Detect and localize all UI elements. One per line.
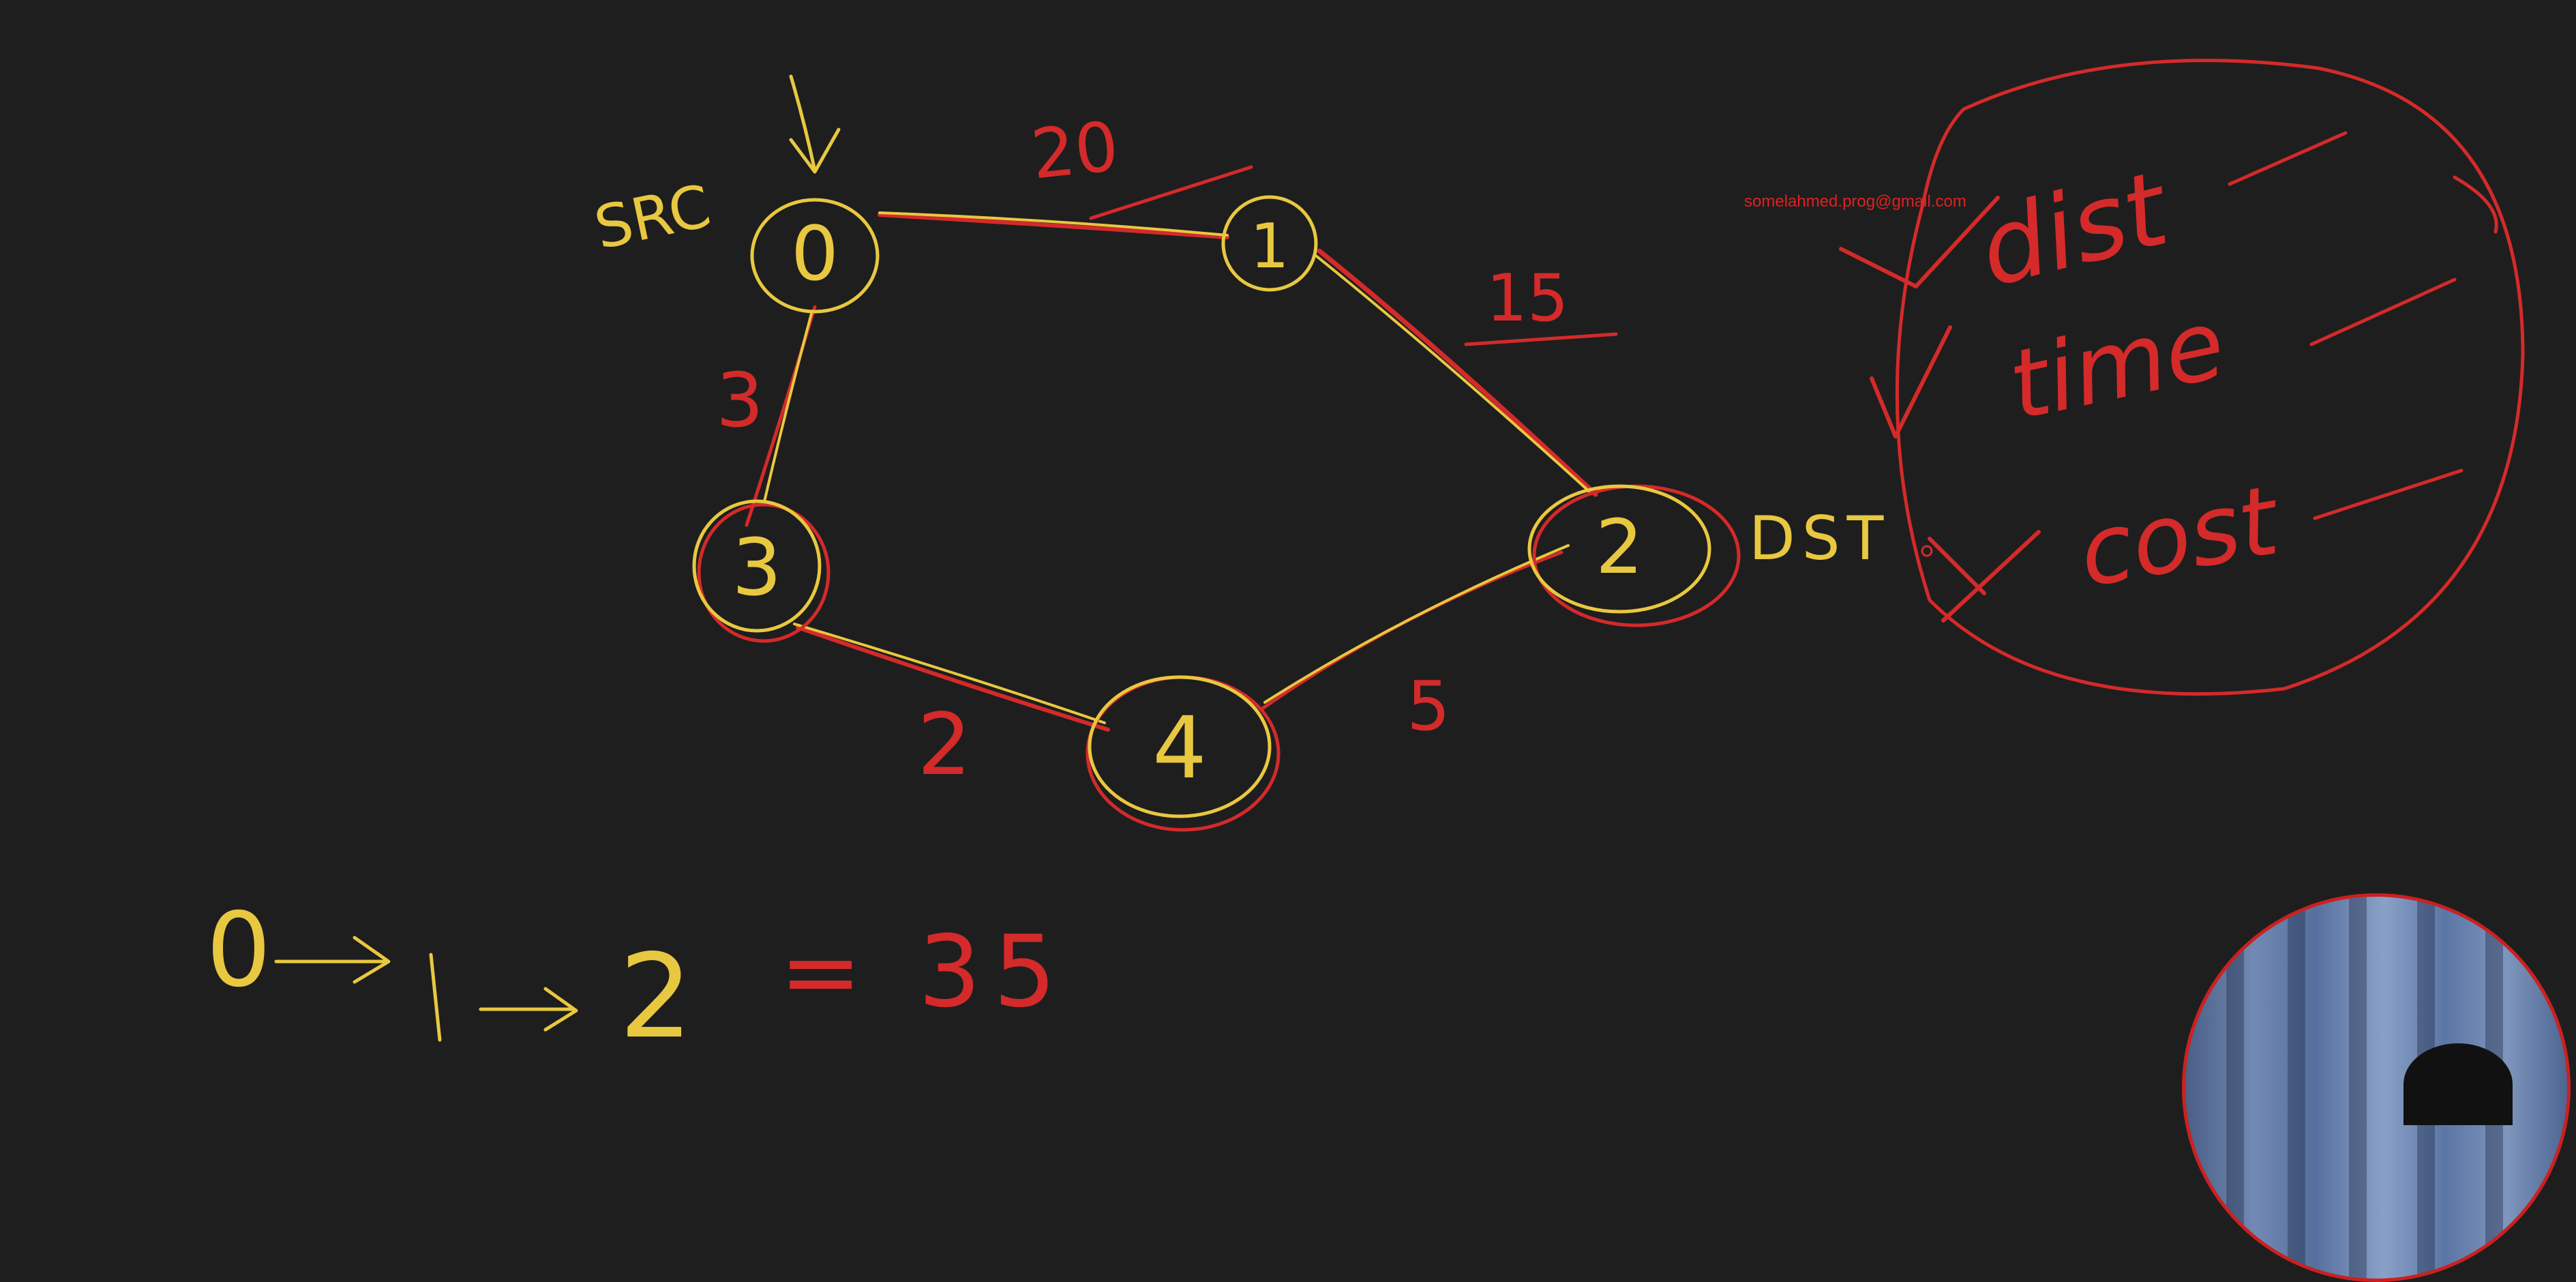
check-mark-dist-icon	[1839, 196, 2000, 288]
criteria-time: time	[2000, 288, 2234, 442]
check-mark-time-icon	[1870, 325, 1952, 438]
edge-4-2	[1263, 544, 1570, 704]
weight-15-underline	[1464, 332, 1618, 346]
edge-0-1-highlight	[878, 213, 1229, 239]
node-4-circle	[1088, 675, 1272, 818]
node-0-label: 0	[791, 210, 839, 297]
node-3-circle-red	[697, 503, 830, 643]
path-arrow-2-icon	[479, 987, 578, 1032]
dst-label: DST	[1749, 503, 1890, 573]
email-watermark: somelahmed.prog@gmail.com	[1744, 192, 1966, 211]
dist-line	[2228, 131, 2348, 186]
cost-line	[2313, 468, 2463, 520]
path-node-2: 2	[619, 929, 693, 1061]
node-1-label: 1	[1250, 211, 1289, 282]
cursor-dot-icon	[1921, 545, 1933, 557]
node-3-circle	[692, 499, 822, 633]
criteria-dist: dist	[1968, 149, 2182, 310]
criteria-cost: cost	[2071, 465, 2289, 610]
node-3-label: 3	[732, 522, 781, 614]
src-label: SRC	[589, 172, 717, 263]
edge-0-3-weight: 3	[716, 357, 764, 444]
src-arrow-icon	[789, 74, 841, 174]
node-1-circle	[1221, 195, 1318, 292]
presenter-head	[2403, 1043, 2513, 1125]
edge-1-2	[1315, 254, 1590, 492]
path-total: = 35	[779, 914, 1068, 1030]
criteria-circle-tail	[2453, 175, 2498, 234]
whiteboard-canvas: 0 1 2 3 4 20 15 3 2 5 SRC DST 0 2 = 35 d…	[206, 59, 2525, 1061]
time-line	[2309, 278, 2457, 346]
edge-3-4-highlight	[796, 625, 1110, 732]
criteria-circle	[1895, 59, 2525, 696]
path-node-1-stroke	[429, 953, 442, 1042]
node-2-label: 2	[1596, 503, 1643, 591]
edge-3-4-weight: 2	[917, 696, 972, 794]
node-4-label: 4	[1152, 699, 1207, 798]
node-0-circle	[750, 198, 880, 314]
edge-0-1	[878, 211, 1229, 237]
edge-1-2-highlight	[1317, 248, 1598, 497]
path-node-0: 0	[206, 891, 271, 1010]
edge-0-1-weight: 20	[1028, 106, 1122, 195]
edge-4-2-weight: 5	[1407, 666, 1450, 746]
path-arrow-1-icon	[274, 936, 391, 984]
webcam-overlay	[2182, 893, 2571, 1282]
weight-20-underline	[1089, 165, 1253, 220]
node-2-circle	[1527, 484, 1711, 614]
cross-mark-cost-icon	[1928, 530, 2041, 623]
edge-0-3	[762, 312, 813, 506]
edge-1-2-weight: 15	[1486, 261, 1569, 336]
edge-3-4	[793, 623, 1106, 724]
